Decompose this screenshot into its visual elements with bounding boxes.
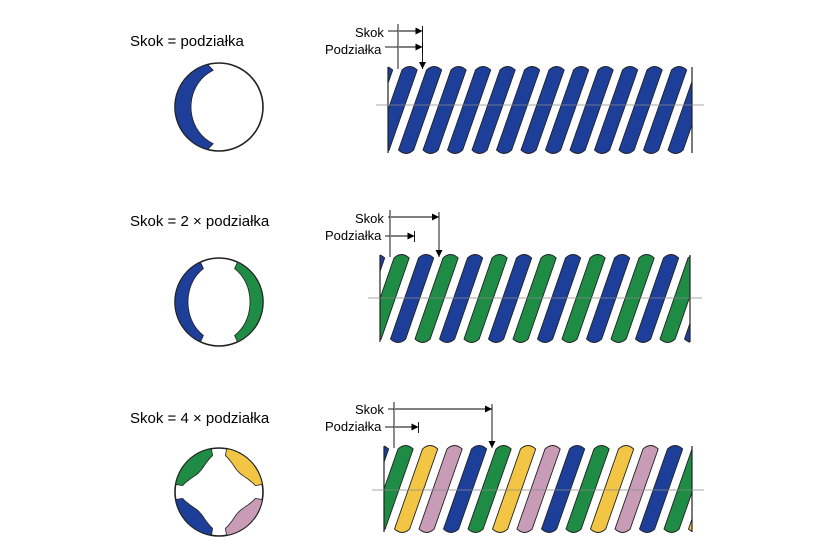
row-3-pitch-label: Podziałka bbox=[325, 419, 382, 434]
row-3-thread-stripe bbox=[516, 445, 561, 533]
row-2-thread-stripe bbox=[610, 254, 655, 343]
row-2-thread-stripe bbox=[380, 254, 410, 341]
row-1-thread-stripe bbox=[422, 66, 467, 154]
row-1-thread-stripe bbox=[618, 66, 663, 154]
row-3-end-sector-3 bbox=[224, 448, 263, 487]
row-1-thread-stripe bbox=[642, 66, 688, 154]
row-1-thread-stripe bbox=[388, 66, 418, 152]
end-views bbox=[174, 62, 264, 537]
row-2-thread-stripe bbox=[512, 254, 557, 343]
row-3-thread-stripe bbox=[442, 445, 488, 533]
row-2-thread-stripe bbox=[487, 254, 533, 343]
row-2-thread-stripe bbox=[585, 254, 631, 343]
row-3-thread-stripe bbox=[614, 445, 659, 533]
row-2-thread-stripe bbox=[683, 321, 690, 343]
row-1-thread-stripe bbox=[569, 66, 614, 154]
row-2-caption: Skok = 2 × podziałka bbox=[130, 213, 270, 230]
row-2-thread-stripe bbox=[634, 254, 680, 343]
row-3-thread-stripe bbox=[491, 445, 537, 533]
row-3-end-sector-2 bbox=[175, 448, 214, 487]
row-1-thread-stripe bbox=[691, 150, 692, 151]
row-3-lead-label: Skok bbox=[355, 402, 384, 417]
row-3-thread-stripe bbox=[540, 445, 586, 533]
row-3-caption: Skok = 4 × podziałka bbox=[130, 410, 270, 427]
row-3-thread-stripe bbox=[687, 517, 692, 532]
row-1-thread-stripe bbox=[471, 66, 516, 154]
row-3-end-sector-4 bbox=[224, 497, 263, 536]
row-2-thread-stripe bbox=[536, 254, 582, 343]
row-1-thread-stripe bbox=[544, 66, 590, 154]
row-1-pitch-label: Podziałka bbox=[325, 42, 382, 57]
row-2-thread-stripe bbox=[414, 254, 459, 343]
row-1-thread-stripe bbox=[520, 66, 565, 154]
row-1-lead-label: Skok bbox=[355, 25, 384, 40]
row-3-thread-stripe bbox=[638, 445, 684, 533]
row-2-thread-stripe bbox=[561, 254, 606, 343]
row-2-thread-stripe bbox=[380, 254, 386, 273]
row-1-thread-stripe bbox=[495, 66, 541, 154]
row-2-thread-stripe bbox=[438, 254, 484, 343]
row-1-thread-stripe bbox=[397, 66, 443, 154]
row-3-thread-stripe bbox=[384, 445, 390, 464]
row-2-thread-stripe bbox=[389, 254, 435, 343]
row-2-end-sector-1 bbox=[174, 261, 204, 343]
row-1-thread-stripe bbox=[388, 66, 394, 85]
row-1-thread-stripe bbox=[667, 80, 692, 154]
row-3-thread-stripe bbox=[418, 445, 463, 533]
row-2-thread-stripe bbox=[463, 254, 508, 343]
row-1-thread-stripe bbox=[593, 66, 639, 154]
row-3-thread-stripe bbox=[565, 445, 610, 533]
row-3-thread-stripe bbox=[663, 448, 692, 533]
row-1-caption: Skok = podziałka bbox=[130, 33, 244, 50]
row-3-end-sector-1 bbox=[175, 497, 214, 536]
row-3-thread-stripe bbox=[393, 445, 439, 533]
row-2-thread-stripe bbox=[659, 255, 690, 343]
dimension-lines bbox=[385, 24, 496, 448]
row-2-pitch-label: Podziałka bbox=[325, 228, 382, 243]
thread-side-views bbox=[368, 66, 704, 533]
row-2-lead-label: Skok bbox=[355, 211, 384, 226]
row-2-end-sector-2 bbox=[234, 261, 264, 343]
row-3-thread-stripe bbox=[589, 445, 635, 533]
row-1-thread-stripe bbox=[446, 66, 492, 154]
row-3-thread-stripe bbox=[467, 445, 512, 533]
row-1-end-sector-1 bbox=[174, 64, 214, 150]
row-3-thread-stripe bbox=[384, 445, 414, 531]
